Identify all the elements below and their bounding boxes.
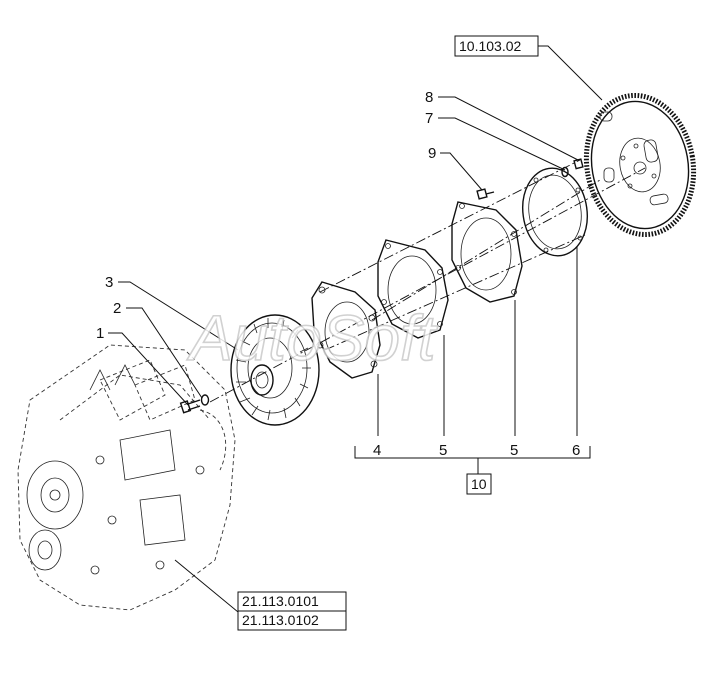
gasket-5a xyxy=(377,239,449,339)
callout-9: 9 xyxy=(428,145,436,162)
watermark-text: AutoSoft xyxy=(186,302,438,374)
alignment-lines xyxy=(209,159,646,403)
flywheel xyxy=(583,92,697,238)
callout-2: 2 xyxy=(113,300,121,317)
reference-group-text: 10 xyxy=(471,476,487,492)
reference-box-flywheel: 10.103.02 xyxy=(454,35,539,57)
torque-converter xyxy=(230,314,320,426)
reference-box-transmission: 21.113.0101 21.113.0102 xyxy=(237,591,347,631)
callout-3: 3 xyxy=(105,274,113,291)
reference-transmission-a-text: 21.113.0101 xyxy=(242,593,319,609)
reference-transmission-b-text: 21.113.0102 xyxy=(242,612,319,628)
bolt-9 xyxy=(476,188,495,200)
callout-4: 4 xyxy=(373,442,381,459)
leader-lines xyxy=(108,45,603,620)
callout-5a: 5 xyxy=(439,442,447,459)
washer-2 xyxy=(200,394,210,406)
callout-6: 6 xyxy=(572,442,580,459)
callout-8: 8 xyxy=(425,89,433,106)
reference-flywheel-text: 10.103.02 xyxy=(459,38,521,54)
callout-7: 7 xyxy=(425,110,433,127)
reference-box-group: 10 xyxy=(466,473,492,495)
bolt-1 xyxy=(179,399,201,414)
ring-plate-6 xyxy=(522,167,588,257)
gasket-5b xyxy=(451,201,523,303)
callout-1: 1 xyxy=(96,325,104,342)
transmission-housing xyxy=(17,344,236,611)
callout-5b: 5 xyxy=(510,442,518,459)
adapter-plate-4 xyxy=(311,281,381,379)
